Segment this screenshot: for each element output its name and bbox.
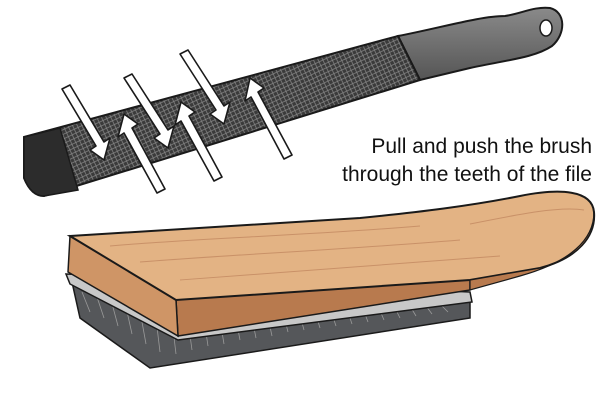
arrow-down-1 <box>61 84 111 161</box>
brush-wood-top <box>66 190 596 302</box>
motion-arrows <box>61 49 293 194</box>
arrow-up-2 <box>174 101 223 182</box>
file-card-brush <box>64 190 596 369</box>
arrow-up-3 <box>244 77 293 160</box>
caption-line-1: Pull and push the brush <box>371 135 592 158</box>
file-hang-hole <box>539 19 553 37</box>
arrow-down-2 <box>123 73 175 149</box>
instruction-caption: Pull and push the brush through the teet… <box>262 133 592 189</box>
brush-handle-shade <box>469 211 595 291</box>
file-tang <box>396 6 564 82</box>
file-tip <box>23 127 79 197</box>
arrow-up-1 <box>117 113 166 194</box>
wood-grain <box>109 208 585 281</box>
caption-line-2: through the teeth of the file <box>342 163 592 186</box>
arrow-down-3 <box>179 49 231 125</box>
